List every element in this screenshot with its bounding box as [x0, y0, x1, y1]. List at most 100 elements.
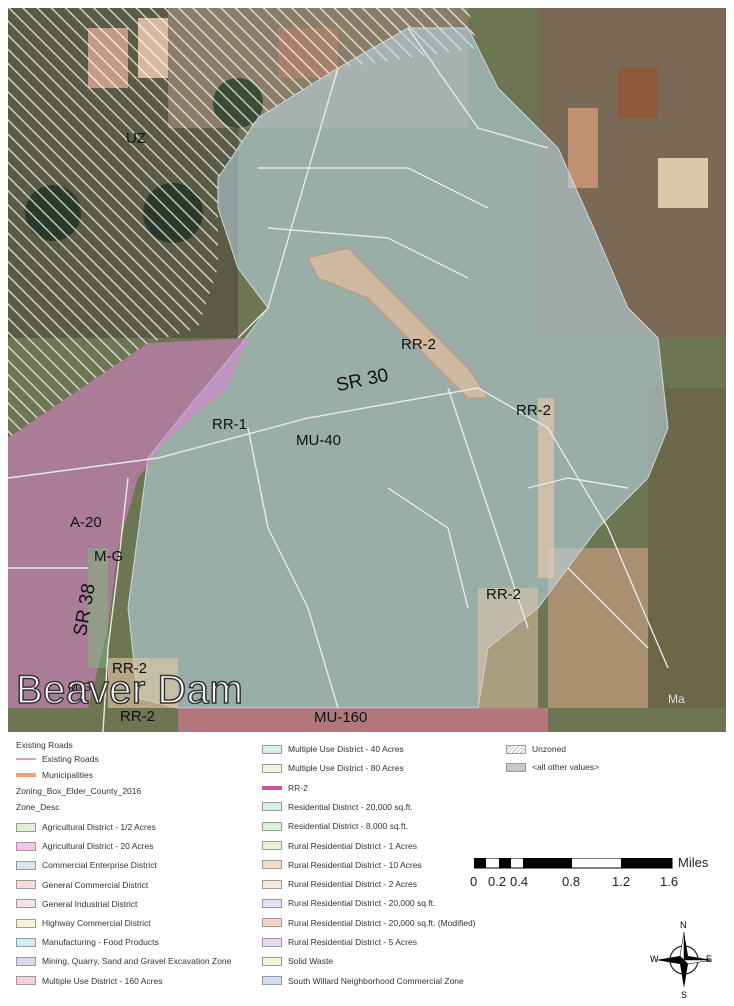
legend-label: Municipalities [42, 770, 94, 780]
legend-swatch [262, 918, 282, 928]
zone-rr-2-east [538, 398, 554, 578]
legend-swatch [16, 860, 36, 870]
legend-existing-roads-header: Existing Roads [16, 740, 73, 750]
legend-label: Rural Residential District - 1 Acres [288, 840, 417, 851]
legend-swatch [262, 763, 282, 773]
compass-s: S [681, 990, 688, 1000]
zone-mu-160 [178, 708, 548, 732]
legend-swatch [262, 860, 282, 870]
zone-label-mu-160: MU-160 [314, 709, 368, 726]
legend-other-values: <all other values> [506, 760, 599, 774]
zone-rr-2-strip [307, 247, 489, 399]
zone-rr-2-sw [108, 658, 178, 708]
legend-item: Solid Waste [262, 954, 333, 968]
legend-item: Rural Residential District - 2 Acres [262, 877, 417, 891]
other-values-swatch [506, 762, 526, 772]
road-line-swatch [16, 758, 36, 760]
legend-label: Residential District - 8,000 sq.ft. [288, 821, 408, 832]
legend-label: Rural Residential District - 2 Acres [288, 879, 417, 890]
legend-label: Solid Waste [288, 956, 334, 967]
legend-swatch [16, 822, 36, 832]
legend-unzoned: Unzoned [506, 742, 566, 756]
legend-swatch [262, 744, 282, 754]
legend-item: Multiple Use District - 80 Acres [262, 761, 404, 775]
scale-tick: 0.8 [562, 874, 581, 889]
map-frame[interactable]: UZ RR-2 SR 30 RR-2 RR-1 MU-40 A-20 M-G S… [8, 8, 726, 732]
place-title: Beaver Dam [15, 667, 244, 713]
legend-label: RR-2 [288, 782, 308, 793]
legend-swatch [16, 976, 36, 986]
legend-label: Commercial Enterprise District [42, 860, 157, 871]
scale-unit: Miles [678, 855, 709, 870]
legend-label: Rural Residential District - 5 Acres [288, 937, 417, 947]
legend-label: Rural Residential District - 20,000 sq.f… [288, 898, 436, 909]
legend-label: Unzoned [532, 744, 567, 754]
scale-bar: Miles 0 0.2 0.4 0.8 1.2 1.6 [470, 855, 708, 898]
legend-item: Highway Commercial District [16, 916, 151, 930]
legend-swatch [262, 785, 282, 790]
compass-rose-icon [656, 931, 713, 988]
unzoned-area [8, 8, 478, 438]
legend-label: Multiple Use District - 80 Acres [288, 763, 404, 774]
legend-label: Agricultural District - 20 Acres [42, 841, 154, 852]
legend-existing-roads-item: Existing Roads [16, 752, 99, 766]
legend: Existing Roads Existing Roads Municipali… [0, 734, 734, 1006]
compass-w: W [650, 954, 659, 964]
legend-label: Residential District - 20,000 sq.ft. [288, 801, 413, 812]
legend-swatch [16, 918, 36, 928]
zone-m-g [88, 548, 108, 668]
legend-item: Rural Residential District - 1 Acres [262, 839, 417, 853]
legend-item: Agricultural District - 20 Acres [16, 839, 153, 853]
legend-swatch [16, 841, 36, 851]
legend-swatch [262, 802, 282, 812]
legend-item: Rural Residential District - 10 Acres [262, 858, 422, 872]
place-label-ma: Ma [668, 692, 685, 706]
north-arrow: N S E W [650, 920, 714, 1000]
legend-swatch [16, 899, 36, 909]
imagery-se-fields [548, 548, 648, 708]
zone-label-rr-1: RR-1 [212, 416, 248, 433]
legend-item: RR-2 [262, 781, 308, 795]
legend-municipalities: Municipalities [16, 768, 93, 782]
legend-item: Commercial Enterprise District [16, 858, 157, 872]
legend-swatch [262, 956, 282, 966]
zone-label-m-g-small: M-G [68, 680, 92, 694]
legend-label: Multiple Use District - 160 Acres [42, 975, 163, 986]
legend-item: Mining, Quarry, Sand and Gravel Excavati… [16, 954, 231, 968]
legend-item: South Willard Neighborhood Commercial Zo… [262, 974, 464, 988]
zone-label-mu-40: MU-40 [296, 432, 342, 449]
legend-swatch [16, 937, 36, 947]
zone-label-a-20: A-20 [70, 514, 102, 531]
legend-swatch [262, 937, 282, 947]
legend-label: Multiple Use District - 40 Acres [288, 744, 404, 754]
legend-swatch [16, 956, 36, 966]
legend-label: Manufacturing - Food Products [42, 937, 159, 948]
legend-label: General Commercial District [42, 879, 149, 890]
legend-item: Residential District - 20,000 sq.ft. [262, 800, 413, 814]
legend-label: Rural Residential District - 10 Acres [288, 859, 422, 870]
zone-label-uz: UZ [126, 130, 146, 147]
legend-swatch [16, 880, 36, 890]
existing-roads [8, 27, 669, 732]
map-canvas [8, 8, 726, 732]
scale-tick: 1.6 [660, 874, 679, 889]
zone-label-rr-2-e: RR-2 [120, 708, 156, 725]
legend-swatch [262, 841, 282, 850]
legend-label: Mining, Quarry, Sand and Gravel Excavati… [42, 956, 232, 967]
compass-n: N [680, 920, 687, 930]
legend-label: <all other values> [532, 762, 600, 772]
legend-item: Residential District - 8,000 sq.ft. [262, 819, 408, 833]
legend-label: Highway Commercial District [42, 918, 151, 928]
legend-label: Existing Roads [42, 754, 99, 764]
legend-item: Multiple Use District - 160 Acres [16, 974, 162, 988]
legend-item: Agricultural District - 1/2 Acres [16, 820, 156, 834]
legend-item: General Industrial District [16, 897, 137, 911]
municipality-swatch [16, 773, 36, 777]
zone-rr-2-south [478, 588, 538, 708]
scale-tick: 0.2 [488, 874, 507, 889]
legend-field-name: Zone_Desc [16, 802, 60, 812]
legend-swatch [262, 898, 282, 908]
legend-layer-name: Zoning_Box_Elder_County_2016 [16, 786, 142, 796]
legend-item: Rural Residential District - 5 Acres [262, 935, 417, 949]
scale-tick: 0 [470, 874, 478, 889]
